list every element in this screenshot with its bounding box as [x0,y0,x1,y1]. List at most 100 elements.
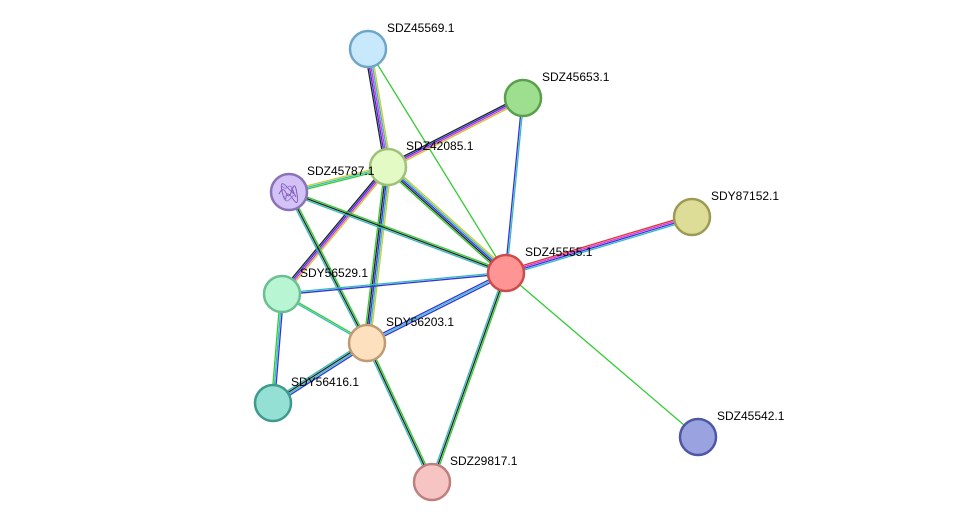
evidence-line [389,164,509,272]
evidence-line [289,189,507,273]
evidence-line [288,191,368,344]
node-sdz45542-1[interactable] [678,417,718,457]
evidence-line [505,272,699,438]
evidence-line [429,272,506,482]
node-label-sdz45542-1: SDZ45542.1 [717,409,785,423]
node-sdz45569-1[interactable] [348,29,388,69]
node-sdy87152-1[interactable] [672,197,712,237]
evidence-line [386,167,506,275]
edge-sdz45569-1-to-sdz42085-1[interactable] [364,48,392,168]
edge-sdz42085-1-to-sdy56529-1[interactable] [279,165,391,296]
evidence-line [365,49,388,168]
evidence-line [388,165,508,273]
node-label-sdz42085-1: SDZ42085.1 [406,139,474,153]
node-label-sdz45569-1: SDZ45569.1 [387,21,455,35]
edge-sdz45569-1-to-sdz45555-1[interactable] [367,48,507,274]
evidence-line [367,167,391,344]
evidence-line [288,192,506,276]
evidence-line [506,217,693,275]
evidence-line [432,273,509,483]
node-circle [348,29,388,69]
node-label-sdy56416-1: SDY56416.1 [291,375,359,389]
node-circle [486,253,526,293]
evidence-line [388,99,525,170]
node-circle [262,274,302,314]
edge-sdz45787-1-to-sdz45555-1[interactable] [288,189,507,276]
evidence-line [385,168,505,276]
node-label-sdz45555-1: SDZ45555.1 [525,245,593,259]
evidence-line [388,98,524,169]
evidence-line [364,49,386,168]
node-sdz45787-1[interactable] [269,172,309,212]
evidence-line [367,48,389,168]
node-label-sdy87152-1: SDY87152.1 [711,189,779,203]
evidence-line [386,95,523,166]
evidence-line [365,270,506,343]
evidence-line [279,165,387,293]
edge-sdz42085-1-to-sdz45555-1[interactable] [385,164,509,276]
edge-sdz45653-1-to-sdz42085-1[interactable] [386,95,525,170]
node-circle [347,323,387,363]
evidence-line [364,343,432,483]
edge-sdz45555-1-to-sdy56529-1[interactable] [281,271,507,296]
protein-structure-icon [278,183,298,203]
node-label-sdz29817-1: SDZ29817.1 [450,454,518,468]
evidence-line [368,48,391,167]
node-label-sdz45653-1: SDZ45653.1 [542,70,610,84]
edge-sdz45787-1-to-sdy56203-1[interactable] [287,190,369,345]
evidence-line [289,190,369,343]
evidence-line [282,273,507,296]
edge-sdz45555-1-to-sdy56203-1[interactable] [365,270,508,346]
node-label-sdy56529-1: SDY56529.1 [300,266,368,280]
edge-sdz42085-1-to-sdy56203-1[interactable] [363,166,392,344]
node-sdz45653-1[interactable] [503,78,543,118]
node-sdz42085-1[interactable] [368,147,408,187]
node-sdy56203-1[interactable] [347,323,387,363]
evidence-line [363,166,386,343]
node-circle [678,417,718,457]
evidence-line [506,98,525,274]
node-circle [368,147,408,187]
evidence-line [280,166,388,294]
evidence-line [504,97,523,273]
edge-sdz45555-1-to-sdz29817-1[interactable] [429,272,509,483]
edge-sdy56203-1-to-sdz29817-1[interactable] [364,342,435,483]
evidence-line [283,168,391,296]
node-sdz29817-1[interactable] [412,462,452,502]
node-sdy56529-1[interactable] [262,274,302,314]
evidence-line [506,218,693,276]
evidence-line [505,214,692,272]
edge-sdz45653-1-to-sdz45555-1[interactable] [504,97,525,274]
node-sdz45555-1[interactable] [486,253,526,293]
edge-sdz45555-1-to-sdz45542-1[interactable] [505,272,699,438]
edge-sdy87152-1-to-sdz45555-1[interactable] [505,214,693,276]
evidence-line [367,342,435,482]
evidence-line [281,271,506,294]
evidence-line [282,167,390,295]
evidence-line [287,192,367,345]
node-circle [672,197,712,237]
evidence-line [367,48,507,274]
label-layer: SDZ45569.1SDZ45653.1SDZ42085.1SDZ45787.1… [291,21,785,468]
evidence-line [366,272,507,344]
evidence-line [387,166,507,274]
edge-layer [270,48,699,483]
evidence-line [369,167,392,344]
node-circle [503,78,543,118]
evidence-line [364,166,388,343]
node-circle [412,462,452,502]
node-circle [253,383,293,423]
evidence-line [370,48,392,167]
evidence-line [367,273,508,346]
evidence-line [366,166,389,344]
node-label-sdz45787-1: SDZ45787.1 [307,164,375,178]
evidence-line [505,215,692,273]
evidence-line [366,342,433,483]
node-layer [253,29,718,502]
evidence-line [288,191,507,274]
evidence-line [387,96,523,167]
node-sdy56416-1[interactable] [253,383,293,423]
node-label-sdy56203-1: SDY56203.1 [386,315,454,329]
node-circle [269,172,309,212]
